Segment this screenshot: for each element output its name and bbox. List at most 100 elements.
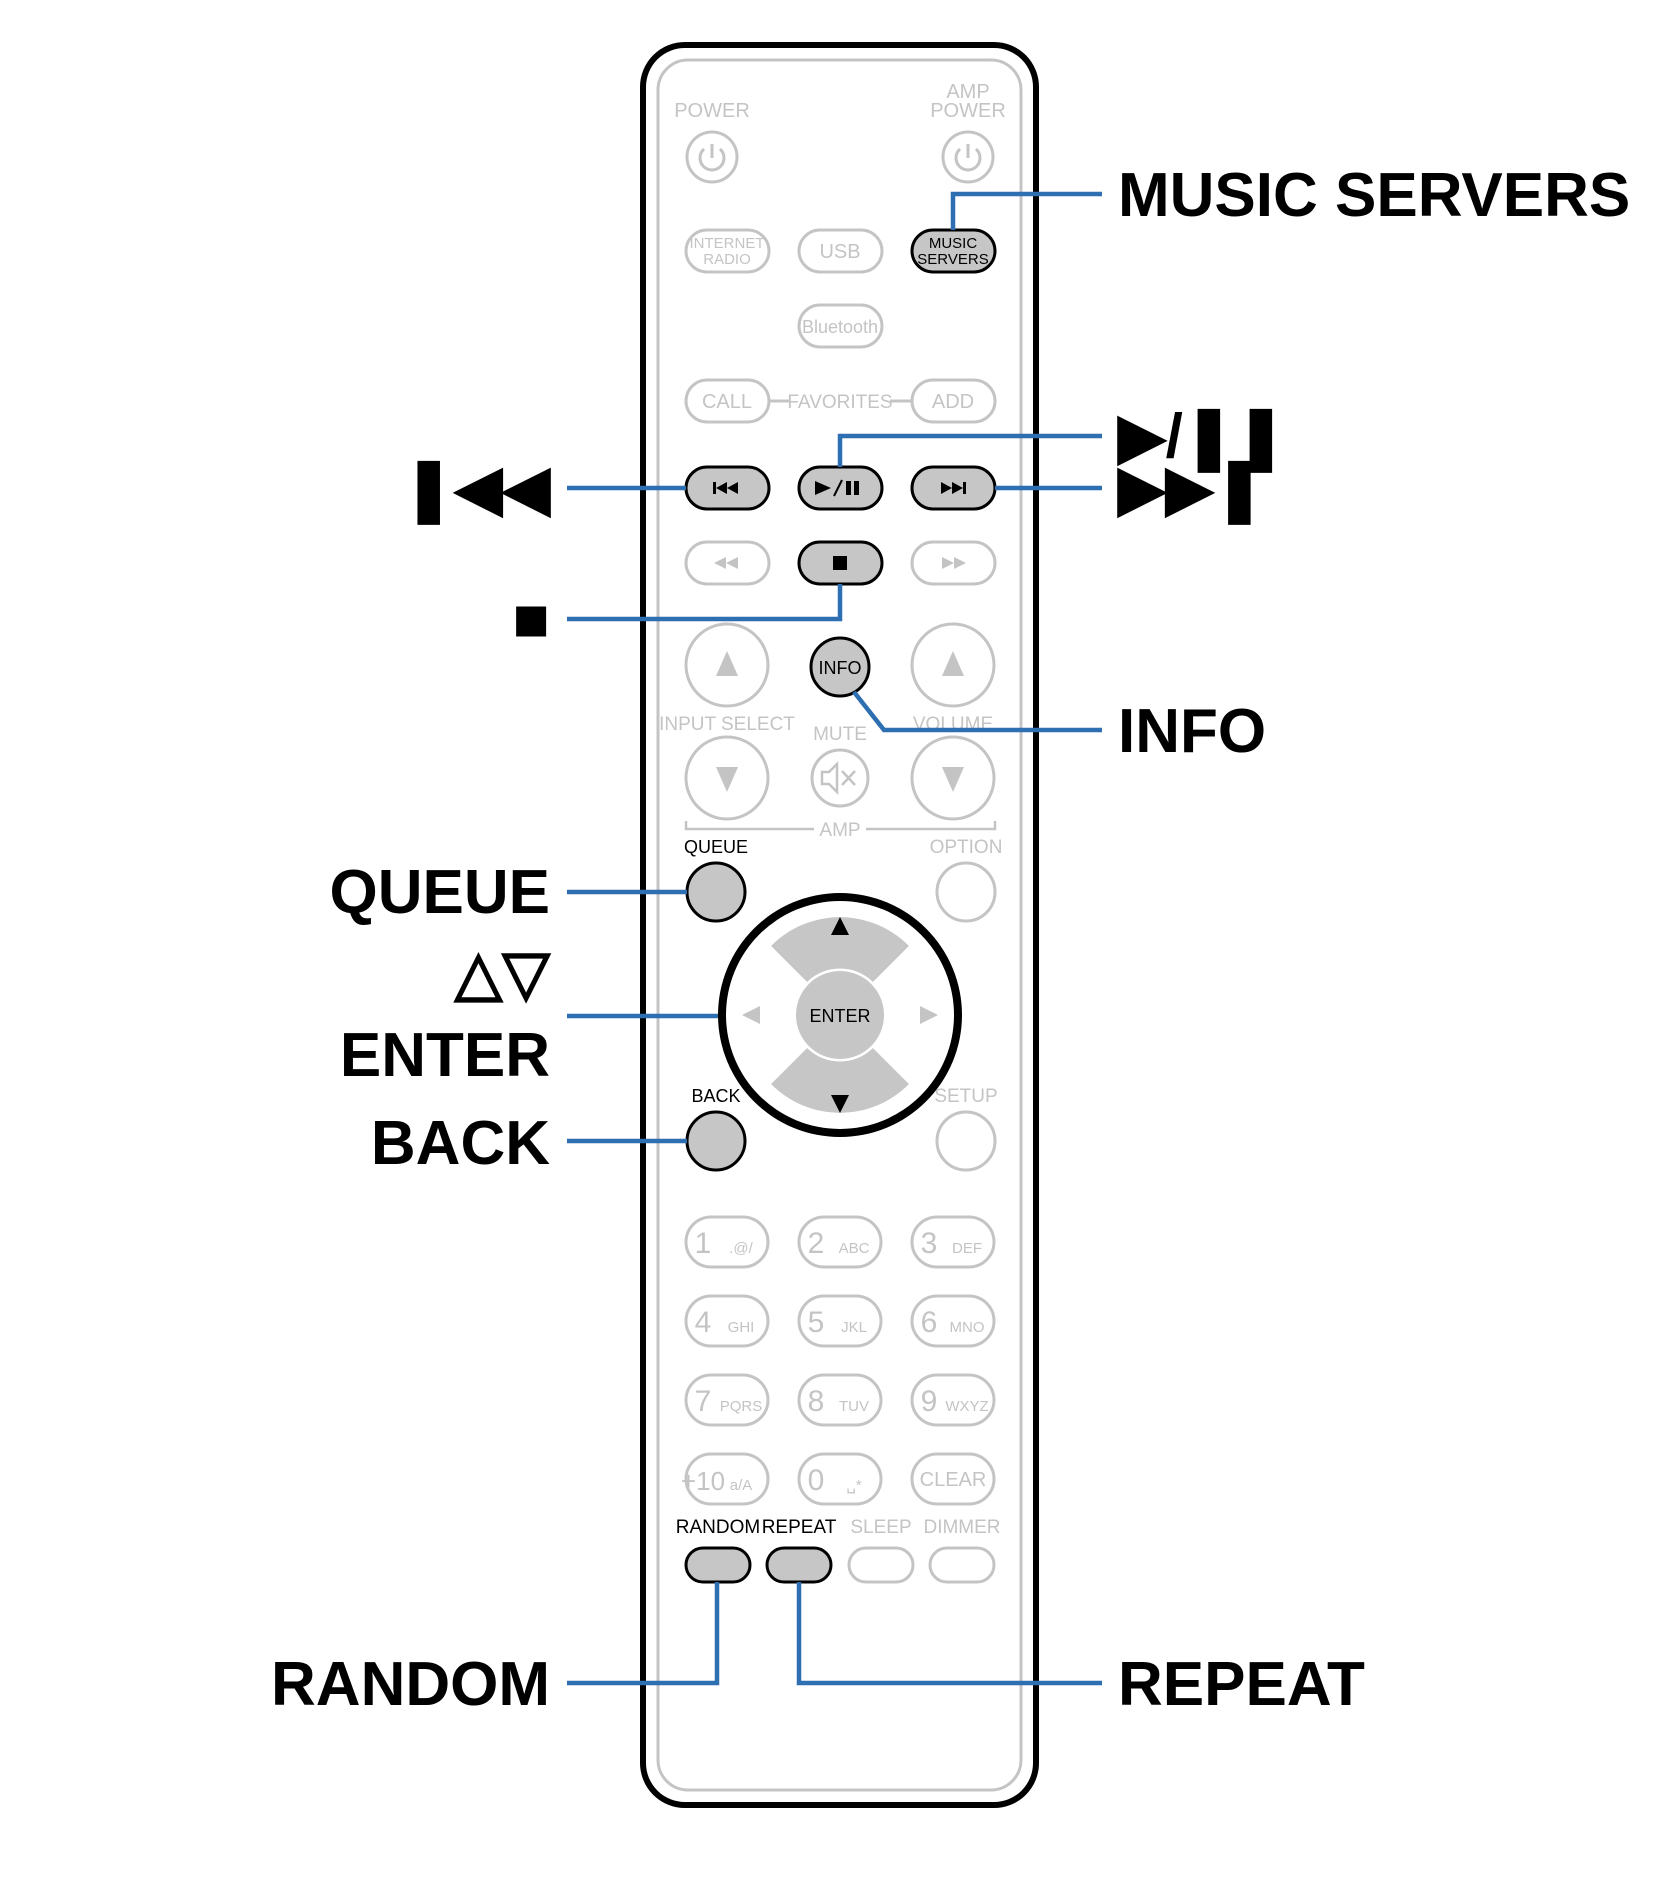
back-label: BACK [691,1086,740,1106]
cursor-up-button[interactable] [771,917,909,982]
info-button[interactable]: INFO [809,636,871,698]
cursor-left-button[interactable] [742,946,807,1084]
internet-radio-button[interactable]: INTERNET RADIO [684,228,771,274]
numpad-key-label: 7 [695,1385,712,1418]
fast-forward-icon [942,557,966,569]
back-button[interactable] [685,1110,747,1172]
input-select-up-button[interactable] [684,622,770,708]
previous-icon [713,482,738,494]
leader-repeat [796,1582,1102,1686]
cursor-down-button[interactable] [771,1048,909,1113]
usb-button[interactable]: USB [797,228,884,274]
numpad-key[interactable]: 0 ␣* [797,1452,883,1506]
numpad-key[interactable]: 7 PQRS [684,1373,770,1427]
cursor-pad: ENTER [718,893,962,1137]
play-pause-button[interactable] [797,465,884,511]
add-button[interactable]: ADD [910,378,997,424]
volume-down-button[interactable] [910,735,996,821]
callout-stop: ■ [513,585,550,654]
call-label: CALL [702,391,752,413]
setup-button[interactable] [935,1110,997,1172]
usb-label: USB [819,241,860,263]
numpad-key-label: CLEAR [920,1469,987,1491]
next-button[interactable] [910,465,997,511]
callout-random: RANDOM [271,1650,550,1719]
repeat-button[interactable] [765,1546,833,1584]
dimmer-label: DIMMER [923,1517,1000,1538]
fast-reverse-button[interactable] [684,540,771,586]
mute-icon [820,760,856,796]
fast-reverse-icon [714,557,738,569]
cursor-right-button[interactable] [873,946,938,1084]
numpad-key-letters: .@/ [729,1240,753,1257]
numpad-key-letters: DEF [952,1240,982,1257]
music-servers-button[interactable]: MUSIC SERVERS [910,228,997,274]
numpad-key-label: 0 [808,1464,825,1497]
numpad-key-letters: JKL [841,1319,867,1336]
fast-forward-button[interactable] [910,540,997,586]
numpad-key[interactable]: 6 MNO [910,1294,996,1348]
numpad-key-label: 9 [921,1385,938,1418]
input-select-down-button[interactable] [684,735,770,821]
leader-random [567,1582,720,1686]
option-button[interactable] [935,861,997,923]
random-button[interactable] [684,1546,752,1584]
favorites-label: FAVORITES [787,392,892,413]
sleep-button[interactable] [847,1546,915,1584]
power-label: POWER [674,100,750,122]
numpad-key-letters: GHI [728,1319,755,1336]
call-button[interactable]: CALL [684,378,771,424]
volume-up-button[interactable] [910,622,996,708]
internet-radio-label-line1: INTERNET [690,235,765,252]
leader-stop [567,584,843,622]
numpad-key-letters: PQRS [720,1398,763,1415]
amp-bracket-left [684,821,814,831]
queue-button[interactable] [685,861,747,923]
numpad-key[interactable]: 1.@/ [684,1215,770,1269]
arrow-down-icon [831,1095,849,1113]
arrow-left-icon [742,1006,760,1024]
numpad-key-label: 6 [921,1306,938,1339]
bluetooth-button[interactable]: Bluetooth [797,303,884,349]
sleep-label: SLEEP [850,1517,911,1538]
numpad-key-label: 4 [695,1306,712,1339]
mute-button[interactable] [810,748,870,808]
amp-power-button[interactable] [941,130,995,184]
triangle-up-icon [942,651,964,676]
enter-button[interactable] [796,971,884,1059]
numpad-key[interactable]: 4 GHI [684,1294,770,1348]
random-label: RANDOM [676,1517,760,1538]
numpad-key-letters: TUV [839,1398,869,1415]
callout-back: BACK [371,1109,550,1178]
next-icon [941,482,966,494]
numpad-key-letters: WXYZ [945,1398,988,1415]
numpad-key-label: 3 [921,1227,938,1260]
amp-power-label: POWER [930,100,1006,122]
numpad-key-letters: MNO [950,1319,985,1336]
numpad-key[interactable]: 2 ABC [797,1215,883,1269]
numpad-key-letters: ␣* [846,1477,862,1494]
numpad-key[interactable]: 9 WXYZ [910,1373,996,1427]
stop-button[interactable] [797,540,884,586]
leader-music-servers [950,191,1102,230]
play-pause-icon [815,479,859,497]
callout-music-servers: MUSIC SERVERS [1118,161,1630,230]
previous-button[interactable] [684,465,771,511]
numpad-key-label: 2 [808,1227,825,1260]
leader-info [852,690,1102,733]
numpad-key[interactable]: CLEAR [910,1452,996,1506]
callout-enter: ENTER [340,1021,550,1090]
dimmer-button[interactable] [928,1546,996,1584]
numpad-key[interactable]: 3 DEF [910,1215,996,1269]
arrow-up-icon [831,917,849,935]
power-button[interactable] [685,130,739,184]
info-button-label: INFO [819,658,862,678]
numpad-key-letters: ABC [839,1240,870,1257]
bluetooth-label: Bluetooth [802,317,878,337]
